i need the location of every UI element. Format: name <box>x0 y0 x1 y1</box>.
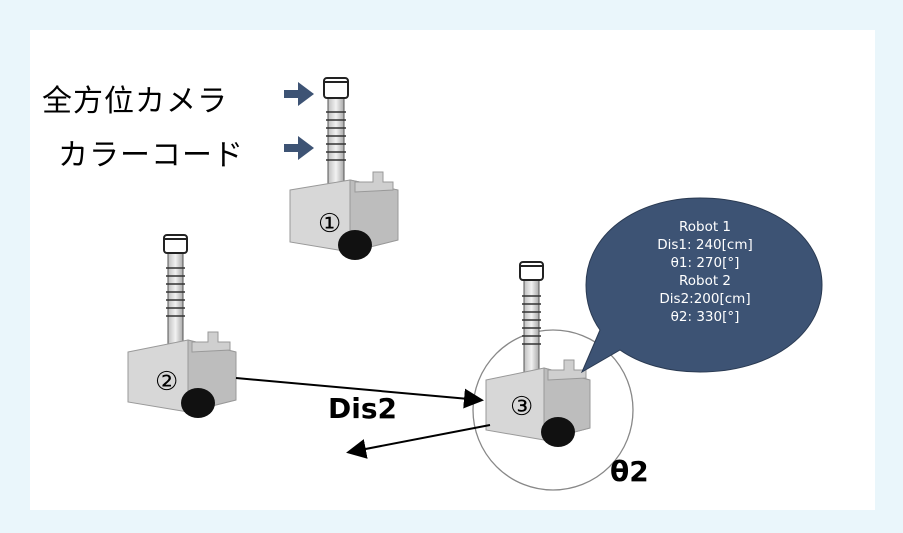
bubble-line: Robot 1 <box>678 219 732 235</box>
color-code-label: カラーコード <box>58 138 244 173</box>
bubble-line: Robot 2 <box>678 273 732 289</box>
robot-2-number: ② <box>155 367 178 397</box>
robot-1-number: ① <box>318 209 341 239</box>
theta-circle <box>472 329 634 491</box>
robot-3-number: ③ <box>510 392 533 422</box>
robot-3: ③ <box>485 261 591 447</box>
speech-bubble <box>580 197 823 374</box>
color-code-label-arrow <box>284 136 314 160</box>
bubble-line: θ1: 270[°] <box>670 255 740 271</box>
camera-label-arrow <box>284 82 314 106</box>
dis2-label: Dis2 <box>328 392 397 425</box>
heading-arrow <box>346 424 491 459</box>
robot-1: ① <box>289 77 399 260</box>
bubble-line: θ2: 330[°] <box>670 309 740 325</box>
bubble-text: Robot 1 Dis1: 240[cm] θ1: 270[°] Robot 2… <box>630 218 780 326</box>
bubble-line: Dis1: 240[cm] <box>657 237 753 253</box>
robot-2: ② <box>127 234 237 418</box>
omni-camera-label: 全方位カメラ <box>42 84 228 119</box>
bubble-line: Dis2:200[cm] <box>659 291 751 307</box>
dis2-arrow <box>235 377 484 409</box>
theta2-label: θ2 <box>610 455 649 488</box>
